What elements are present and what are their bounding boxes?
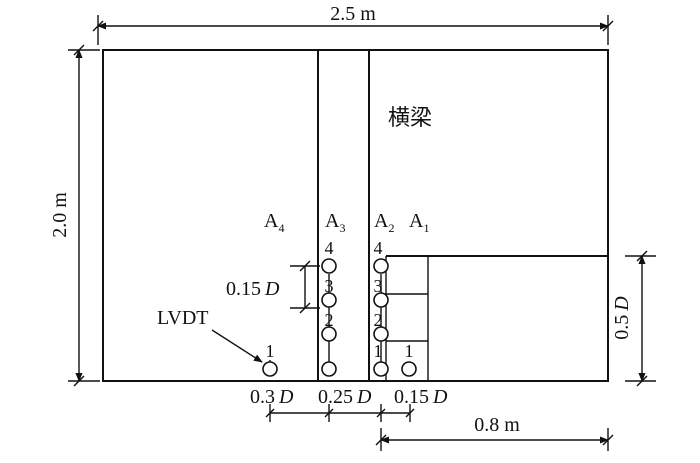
dim-right-label: 0.5 D [611,296,633,340]
lvdt-pointer-arrow [211,329,263,363]
dim-spacing-a-num: 0.3 [250,386,275,408]
gauge-a3-2 [321,326,337,342]
dim-top-label: 2.5 m [330,3,376,25]
line-label-a2-letter: A [374,210,389,232]
gauge-a2-2-number: 2 [374,310,383,330]
line-label-a2-sub: 2 [388,221,394,235]
dim-spacing-slash-4 [405,408,415,418]
gauge-a2-4-number: 4 [374,238,383,258]
gauge-a3-3-number: 3 [325,276,334,296]
beam-label: 横梁 [388,106,432,131]
line-label-a3: A3 [325,210,345,235]
gauge-a1-1-number: 1 [405,341,414,361]
dim-vspacing-num: 0.15 [226,278,261,300]
line-label-a1-letter: A [409,210,424,232]
line-label-a4-letter: A [264,210,279,232]
dim-right-slash-bottom [636,375,648,387]
dim-right-num: 0.5 [611,315,633,340]
dim-vspacing-slash-top [299,260,311,272]
dim-left-slash-top [73,44,85,56]
gauge-a3-4-number: 4 [325,238,334,258]
gauge-a2-4 [373,258,389,274]
line-label-a3-letter: A [325,210,340,232]
gauge-a4-1 [262,361,278,377]
line-label-a4: A4 [264,210,284,235]
line-label-a3-sub: 3 [339,221,345,235]
dim-bottom-slash-left [375,434,387,446]
dim-vspacing-sym: D [264,278,280,300]
gauge-a3-3 [321,292,337,308]
dim-bottom-slash-right [602,434,614,446]
dim-spacing-b-sym: D [356,386,372,408]
dim-top-slash-right [602,20,614,32]
gauge-a3-2-number: 2 [325,310,334,330]
dim-spacing-c-num: 0.15 [394,386,429,408]
dim-spacing-slash-2 [324,408,334,418]
dim-spacing-b-num: 0.25 [318,386,353,408]
gauge-a2-2 [373,326,389,342]
gauge-a2-3 [373,292,389,308]
dim-spacing-slash-1 [265,408,275,418]
dim-vspacing-slash-bottom [299,302,311,314]
dim-left-label: 2.0 m [49,192,71,238]
gauge-a1-1 [401,361,417,377]
dim-right-slash-top [636,250,648,262]
dim-spacing-slash-3 [376,408,386,418]
dim-right-sym: D [611,296,633,312]
line-label-a1-sub: 1 [423,221,429,235]
gauge-a3-4 [321,258,337,274]
slab-outline [102,49,609,382]
gauge-a2-3-number: 3 [374,276,383,296]
dim-left-slash-bottom [73,375,85,387]
lvdt-label: LVDT [157,307,208,329]
dim-bottom-label: 0.8 m [474,414,520,436]
gauge-a2-1 [373,361,389,377]
gauge-a4-1-number: 1 [266,341,275,361]
line-label-a1: A1 [409,210,429,235]
gauge-a2-1-number: 1 [374,341,383,361]
line-label-a4-sub: 4 [278,221,284,235]
gauge-a3-1 [321,361,337,377]
dim-spacing-a-sym: D [278,386,294,408]
line-label-a2: A2 [374,210,394,235]
dim-top-slash-left [92,20,104,32]
dim-spacing-c-sym: D [432,386,448,408]
